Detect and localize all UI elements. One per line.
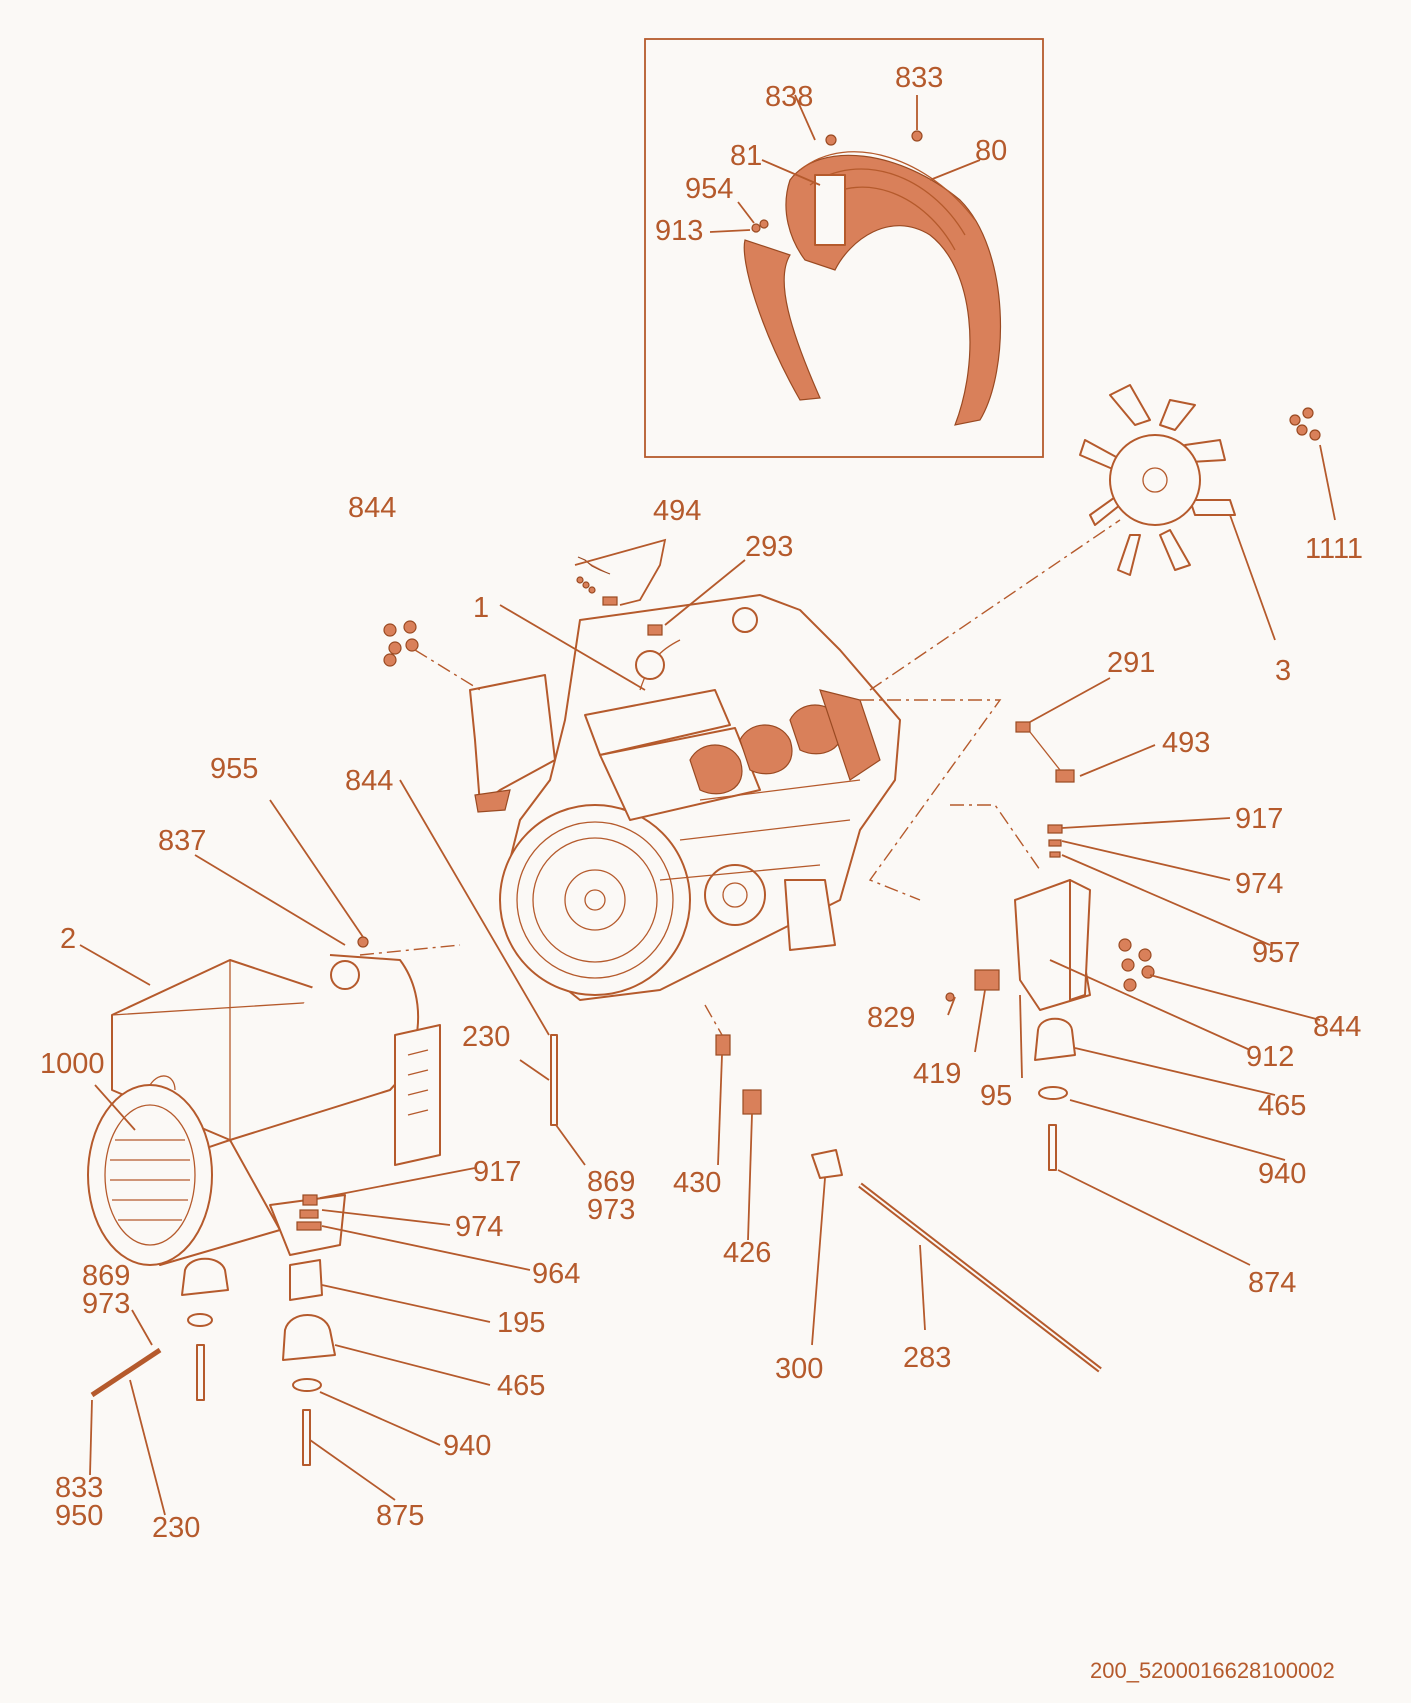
generator	[79, 799, 461, 1266]
rod-230	[399, 779, 586, 1166]
fittings-494-293	[499, 538, 746, 691]
callout-1000: 1000	[40, 1048, 105, 1080]
valve-cover	[584, 689, 731, 756]
callout-95: 95	[980, 1080, 1012, 1112]
callout-844-right: 844	[1313, 1011, 1361, 1043]
callout-2: 2	[60, 923, 76, 955]
rod-230-left	[89, 1309, 166, 1516]
callout-283: 283	[903, 1342, 951, 1374]
callout-844-top: 844	[348, 492, 396, 524]
engine	[499, 594, 901, 1001]
callout-940-left: 940	[443, 1430, 491, 1462]
callout-955: 955	[210, 753, 258, 785]
callout-833-left: 833	[55, 1472, 103, 1504]
callout-833-top: 833	[895, 62, 943, 94]
callout-430: 430	[673, 1167, 721, 1199]
fan-shroud-inset	[644, 38, 1044, 458]
generator-end-cover	[87, 1084, 213, 1266]
callout-973-mid: 973	[587, 1194, 635, 1226]
engine-mount-bracket-left	[383, 620, 556, 813]
callout-974-right: 974	[1235, 868, 1283, 900]
callout-950: 950	[55, 1500, 103, 1532]
callout-labels: 838 833 81 80 954 913 844 494 293 1 1111…	[40, 62, 1363, 1544]
callout-80: 80	[975, 135, 1007, 167]
bolt-833	[911, 130, 923, 142]
nut-913	[759, 219, 769, 229]
callout-465-left: 465	[497, 1370, 545, 1402]
callout-838: 838	[765, 81, 813, 113]
callout-940-right: 940	[1258, 1158, 1306, 1190]
callout-829: 829	[867, 1002, 915, 1034]
callout-964: 964	[532, 1258, 580, 1290]
flywheel-housing	[499, 804, 691, 996]
callout-195: 195	[497, 1307, 545, 1339]
callout-844-mid: 844	[345, 765, 393, 797]
callout-974-left: 974	[455, 1211, 503, 1243]
callout-1: 1	[473, 592, 489, 624]
callout-493: 493	[1162, 727, 1210, 759]
callout-494: 494	[653, 495, 701, 527]
engine-mount-bracket-right	[945, 804, 1321, 1266]
callout-230-mid: 230	[462, 1021, 510, 1053]
washer-954	[751, 223, 761, 233]
callout-917-left: 917	[473, 1156, 521, 1188]
callout-973-left: 973	[82, 1288, 130, 1320]
callout-917-right: 917	[1235, 803, 1283, 835]
callout-869-mid: 869	[587, 1166, 635, 1198]
callout-465-right: 465	[1258, 1090, 1306, 1122]
callout-1111: 1111	[1305, 533, 1363, 565]
fittings-291-493	[860, 519, 1156, 901]
bolt-838	[825, 134, 837, 146]
callout-913: 913	[655, 215, 703, 247]
callout-300: 300	[775, 1353, 823, 1385]
callout-875: 875	[376, 1500, 424, 1532]
generator-mount	[181, 1167, 531, 1501]
callout-869-left: 869	[82, 1260, 130, 1292]
drawing-reference-number: 200_5200016628100002	[1090, 1658, 1335, 1683]
drain-fittings	[704, 1004, 1102, 1373]
callout-954: 954	[685, 173, 733, 205]
fan-shroud	[743, 151, 1002, 426]
callout-426: 426	[723, 1237, 771, 1269]
callout-957: 957	[1252, 937, 1300, 969]
callout-912: 912	[1246, 1041, 1294, 1073]
callout-837: 837	[158, 825, 206, 857]
callout-230-left: 230	[152, 1512, 200, 1544]
callout-419: 419	[913, 1058, 961, 1090]
cooling-fan	[1079, 384, 1336, 641]
callout-293: 293	[745, 531, 793, 563]
callout-3: 3	[1275, 655, 1291, 687]
callout-874: 874	[1248, 1267, 1296, 1299]
callout-291: 291	[1107, 647, 1155, 679]
callout-81: 81	[730, 140, 762, 172]
